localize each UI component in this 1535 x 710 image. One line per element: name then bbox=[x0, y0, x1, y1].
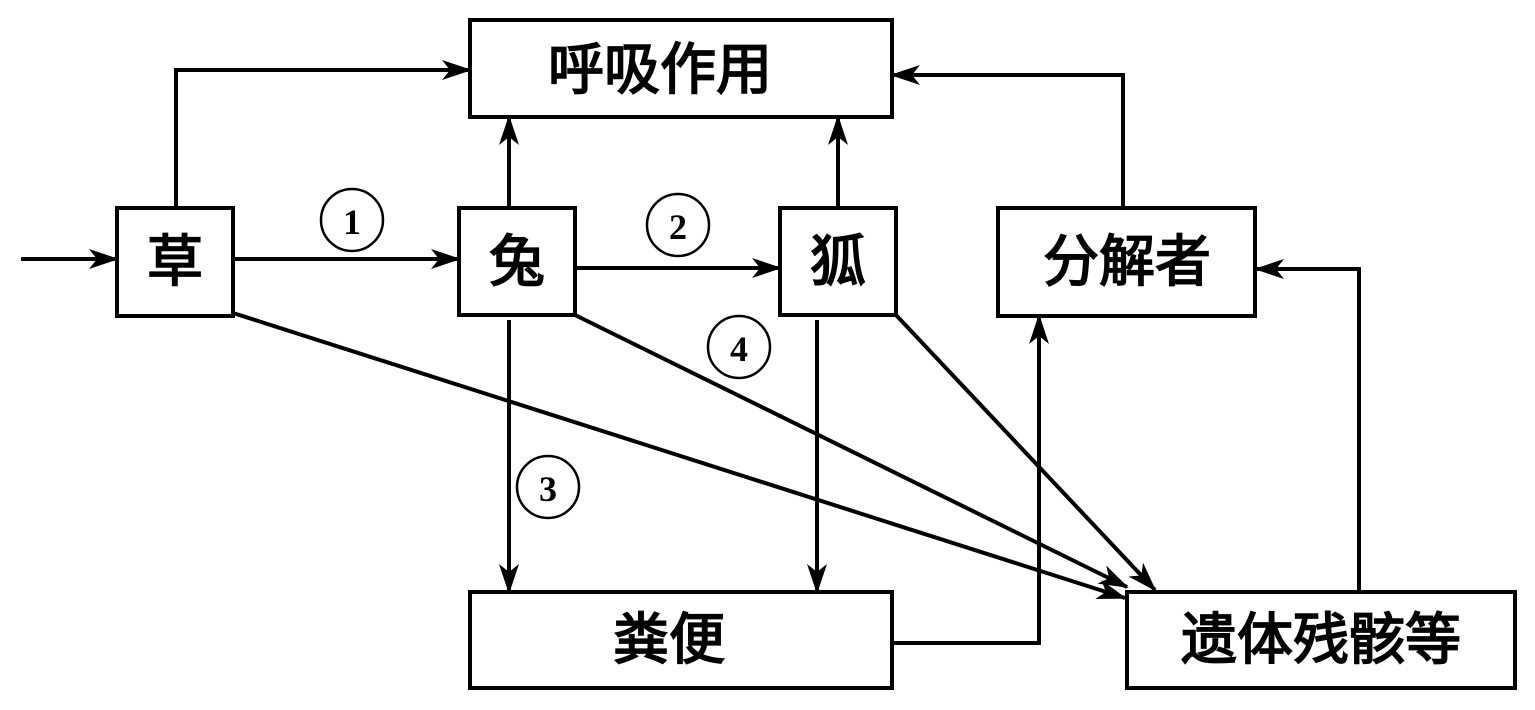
node-feces: 粪便 bbox=[468, 590, 894, 690]
label-1: 1 bbox=[319, 187, 385, 253]
label-4: 4 bbox=[706, 314, 772, 380]
edge-remains-decomposer bbox=[1254, 259, 1361, 592]
edges bbox=[21, 60, 1361, 645]
node-remains-label: 遗体残骸等 bbox=[1181, 607, 1461, 673]
edge-grass-respiration bbox=[174, 60, 472, 208]
edge-fox-remains bbox=[894, 313, 1157, 592]
node-remains: 遗体残骸等 bbox=[1125, 590, 1517, 690]
label-3: 3 bbox=[515, 454, 581, 520]
label-4-circle bbox=[706, 314, 772, 380]
node-feces-label: 粪便 bbox=[613, 607, 726, 673]
label-3-circle bbox=[515, 454, 581, 520]
label-2: 2 bbox=[645, 192, 711, 258]
label-3-text: 3 bbox=[539, 469, 557, 509]
node-respiration: 呼吸作用 bbox=[468, 18, 894, 119]
label-1-text: 1 bbox=[343, 202, 361, 242]
label-2-circle bbox=[645, 192, 711, 258]
node-respiration-label: 呼吸作用 bbox=[548, 37, 772, 103]
label-1-circle bbox=[319, 187, 385, 253]
node-fox-label: 狐 bbox=[810, 229, 866, 295]
node-decomposer: 分解者 bbox=[996, 206, 1257, 318]
node-fox: 狐 bbox=[778, 206, 898, 317]
label-4-text: 4 bbox=[730, 329, 748, 369]
edge-rabbit-remains bbox=[574, 313, 1129, 589]
node-rabbit: 兔 bbox=[457, 206, 577, 317]
edge-feces-decomposer bbox=[892, 314, 1049, 645]
node-grass-label: 草 bbox=[147, 229, 203, 295]
label-2-text: 2 bbox=[669, 207, 687, 247]
node-decomposer-label: 分解者 bbox=[1043, 229, 1211, 295]
edge-grass-remains bbox=[232, 311, 1127, 600]
node-rabbit-label: 兔 bbox=[489, 229, 545, 295]
node-grass: 草 bbox=[115, 206, 235, 318]
edge-decomposer-respiration bbox=[890, 65, 1125, 208]
